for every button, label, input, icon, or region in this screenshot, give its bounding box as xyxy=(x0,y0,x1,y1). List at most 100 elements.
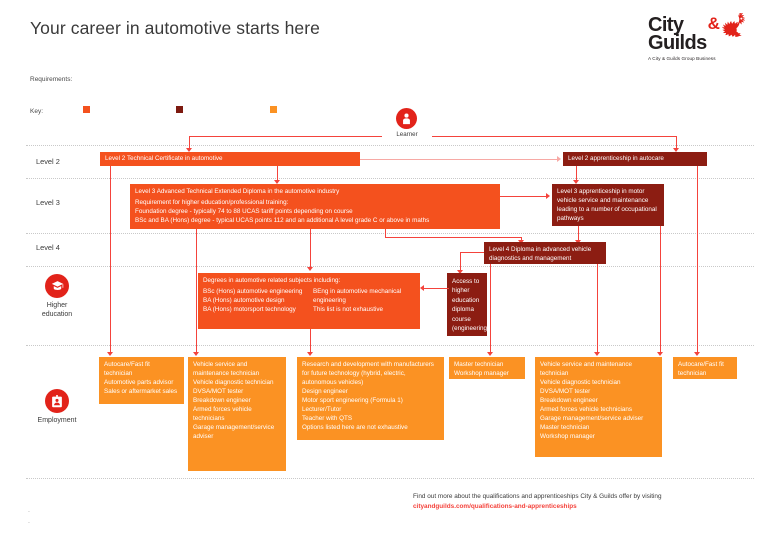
employment-vehicle-service-right[interactable]: Vehicle service and maintenance technici… xyxy=(535,357,662,457)
footer-text: Find out more about the qualifications a… xyxy=(413,493,662,500)
l3-line2: Foundation degree - typically 74 to 88 U… xyxy=(135,207,353,215)
arrow-access-to-degrees xyxy=(420,285,424,291)
row-divider-level2-top xyxy=(26,145,754,146)
connector-l3-to-degrees xyxy=(310,229,311,269)
job-item: Breakdown engineer xyxy=(540,396,598,404)
graduation-cap-icon xyxy=(45,274,69,298)
degrees-heading: Degrees in automotive related subjects i… xyxy=(203,277,341,284)
job-item: Armed forces vehicle technicians xyxy=(540,405,633,413)
id-badge-icon xyxy=(45,389,69,413)
connector-access-to-degrees xyxy=(424,288,449,289)
connector-l4-to-right-emp xyxy=(597,264,598,354)
box-access-course[interactable]: Access to higher education diploma cours… xyxy=(447,273,487,336)
connector-learner-left-down xyxy=(189,136,190,150)
connector-appr2-spine-right xyxy=(697,166,698,354)
connector-l3-to-l4-a xyxy=(385,229,386,238)
requirements-label: Requirements: xyxy=(30,76,73,83)
job-item: Workshop manager xyxy=(454,369,509,377)
connector-learner-left xyxy=(189,136,382,137)
footer: Find out more about the qualifications a… xyxy=(413,492,662,512)
job-item: DVSA/MOT tester xyxy=(540,387,591,395)
box-level3-diploma[interactable]: Level 3 Advanced Technical Extended Dipl… xyxy=(130,184,500,229)
row-label-level4: Level 4 xyxy=(36,243,60,252)
arrow-l3-to-degrees xyxy=(307,267,313,271)
connector-learner-right xyxy=(432,136,677,137)
box-level3-apprenticeship[interactable]: Level 3 apprenticeship in motor vehicle … xyxy=(552,184,664,226)
connector-learner-right-down xyxy=(676,136,677,150)
arrow-l3-to-vehicle-service xyxy=(193,352,199,356)
row-divider-level4-bottom xyxy=(26,266,754,267)
job-item: Research and development with manufactur… xyxy=(302,361,434,386)
job-item: Design engineer xyxy=(302,387,348,395)
arrow-to-level2-cert xyxy=(186,148,192,152)
logo-text-guilds: Guilds xyxy=(648,32,707,55)
connector-l4-to-access-b xyxy=(460,252,484,253)
job-item: Vehicle service and maintenance technici… xyxy=(193,361,260,377)
page-title: Your career in automotive starts here xyxy=(30,18,321,38)
job-item: Master technician xyxy=(540,423,590,431)
job-item: Autocare/Fast fit technician xyxy=(104,361,150,377)
job-item: Sales or aftermarket sales xyxy=(104,387,178,395)
footer-link[interactable]: cityandguilds.com/qualifications-and-app… xyxy=(413,502,577,510)
degree-item: BA (Hons) automotive design xyxy=(203,296,285,304)
arrow-degrees-to-research xyxy=(307,352,313,356)
footer-marks: .. xyxy=(28,507,30,526)
box-level2-certificate[interactable]: Level 2 Technical Certificate in automot… xyxy=(100,152,360,166)
box-degrees[interactable]: Degrees in automotive related subjects i… xyxy=(198,273,420,329)
row-divider-employment-bottom xyxy=(26,478,754,479)
connector-degrees-to-research xyxy=(310,329,311,354)
job-item: Garage management/service adviser xyxy=(193,423,275,440)
arrow-appr2-to-appr3 xyxy=(573,180,579,184)
connector-l3appr-to-l4 xyxy=(578,226,579,242)
row-label-level2: Level 2 xyxy=(36,157,60,166)
degrees-column-2: BEng in automotive mechanical engineerin… xyxy=(313,288,415,315)
employment-autocare-left[interactable]: Autocare/Fast fit technician Automotive … xyxy=(99,357,184,404)
row-label-level3: Level 3 xyxy=(36,198,60,207)
learner-person-icon xyxy=(396,108,417,129)
employment-autocare-right[interactable]: Autocare/Fast fit technician xyxy=(673,357,737,379)
connector-level2-link xyxy=(360,159,557,160)
job-item: Motor sport engineering (Formula 1) xyxy=(302,396,403,404)
job-item: Breakdown engineer xyxy=(193,396,251,404)
lion-icon xyxy=(721,12,747,42)
row-divider-level2-bottom xyxy=(26,178,754,179)
logo-text-city: City xyxy=(648,14,684,36)
job-item: Options listed here are not exhaustive xyxy=(302,423,408,431)
row-label-higher-education: Higher education xyxy=(28,302,86,320)
box-level4-diploma[interactable]: Level 4 Diploma in advanced vehicle diag… xyxy=(484,242,606,264)
arrow-l4-to-access xyxy=(457,270,463,274)
job-item: DVSA/MOT tester xyxy=(193,387,244,395)
degree-item: BA (Hons) motorsport technology xyxy=(203,305,296,313)
box-level2-apprenticeship[interactable]: Level 2 apprenticeship in autocare xyxy=(563,152,707,166)
logo-ampersand: & xyxy=(707,14,720,33)
arrow-level2-link xyxy=(557,156,561,162)
row-divider-he-bottom xyxy=(26,345,754,346)
key-swatch-orange xyxy=(83,106,90,113)
employment-master-technician[interactable]: Master technician Workshop manager xyxy=(449,357,525,379)
job-item: Automotive parts advisor xyxy=(104,378,174,386)
learner-label: Learner xyxy=(396,131,418,138)
employment-research-development[interactable]: Research and development with manufactur… xyxy=(297,357,444,440)
employment-vehicle-service-left[interactable]: Vehicle service and maintenance technici… xyxy=(188,357,286,471)
arrow-cert-to-l3 xyxy=(274,180,280,184)
row-divider-level3-bottom xyxy=(26,233,754,234)
connector-appr2-to-appr3 xyxy=(576,166,577,182)
key-swatch-dark-red xyxy=(176,106,183,113)
logo-tagline: A City & Guilds Group Business xyxy=(648,55,716,61)
arrow-l4-to-master xyxy=(487,352,493,356)
job-item: Vehicle diagnostic technician xyxy=(540,378,621,386)
connector-cert-spine-left xyxy=(110,166,111,354)
job-item: Autocare/Fast fit technician xyxy=(678,361,724,377)
connector-l3-to-l4-b xyxy=(385,237,522,238)
connector-l3dip-to-l3appr xyxy=(500,196,546,197)
l3-heading: Level 3 Advanced Technical Extended Dipl… xyxy=(135,188,340,195)
degrees-column-1: BSc (Hons) automotive engineering BA (Ho… xyxy=(203,288,305,315)
l3-line3: BSc and BA (Hons) degree - typical UCAS … xyxy=(135,216,430,224)
row-label-employment: Employment xyxy=(37,417,77,424)
connector-cert-to-l3 xyxy=(277,166,278,182)
key-swatch-amber xyxy=(270,106,277,113)
arrow-l3appr-to-employment xyxy=(657,352,663,356)
job-item: Garage management/service adviser xyxy=(540,414,644,422)
connector-l4-to-master xyxy=(490,264,491,354)
